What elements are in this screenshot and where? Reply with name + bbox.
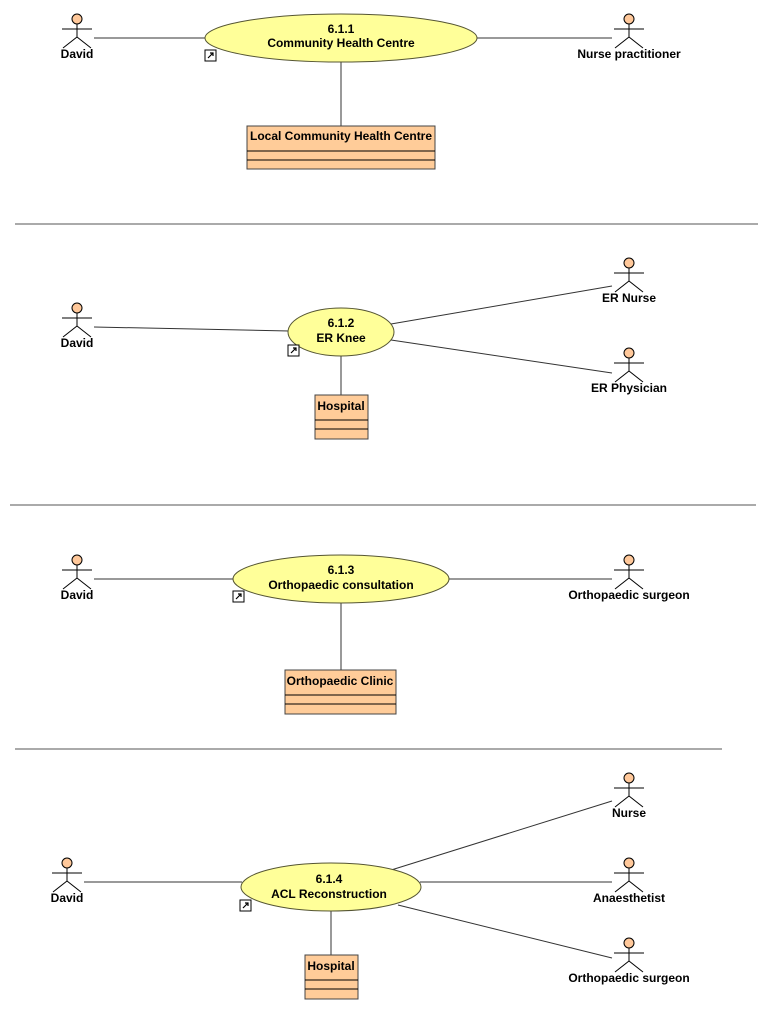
actor-head-icon [623,13,635,25]
use-case-er-knee[interactable]: 6.1.2 ER Knee [287,307,395,357]
class-name: Local Community Health Centre [250,129,432,143]
class-hospital[interactable]: Hospital [304,954,359,1000]
actor-label: David [61,47,94,61]
actor-david[interactable]: David [61,302,94,350]
class-name: Hospital [307,959,354,973]
association-line [390,285,613,325]
actor-orthopaedic-surgeon[interactable]: Orthopaedic surgeon [568,937,690,985]
actor-head-icon [623,937,635,949]
actor-label: Anaesthetist [593,891,665,905]
diagram-6-1-4: David 6.1.4 ACL Reconstruction Nurse Ana… [51,772,690,1000]
open-link-icon[interactable] [287,344,300,357]
class-local-community-health-centre[interactable]: Local Community Health Centre [246,125,436,170]
diagram-6-1-1: David 6.1.1 Community Health Centre Nurs… [61,13,681,170]
open-link-icon[interactable] [239,899,252,912]
actor-label: David [51,891,84,905]
actor-er-nurse[interactable]: ER Nurse [602,257,656,305]
actor-david[interactable]: David [61,13,94,61]
use-case-orthopaedic-consultation[interactable]: 6.1.3 Orthopaedic consultation [232,554,450,604]
association-line [397,904,613,959]
actor-anaesthetist[interactable]: Anaesthetist [593,857,665,905]
class-name: Hospital [317,399,364,413]
actor-head-icon [61,857,73,869]
actor-nurse-practitioner[interactable]: Nurse practitioner [577,13,681,61]
actor-label: David [61,336,94,350]
use-case-id: 6.1.2 [328,316,355,330]
class-name: Orthopaedic Clinic [287,674,394,688]
use-case-ellipse [240,862,422,912]
diagram-6-1-2: David 6.1.2 ER Knee ER Nurse ER Physicia… [61,257,667,440]
actor-head-icon [71,554,83,566]
use-case-id: 6.1.3 [328,563,355,577]
actor-label: ER Physician [591,381,667,395]
actor-head-icon [623,857,635,869]
actor-head-icon [71,13,83,25]
open-link-icon[interactable] [204,49,217,62]
actor-label: Nurse [612,806,646,820]
actor-label: Orthopaedic surgeon [568,971,689,985]
use-case-community-health-centre[interactable]: 6.1.1 Community Health Centre [204,13,478,63]
actor-er-physician[interactable]: ER Physician [591,347,667,395]
use-case-acl-reconstruction[interactable]: 6.1.4 ACL Reconstruction [240,862,422,912]
actor-label: ER Nurse [602,291,656,305]
actor-orthopaedic-surgeon[interactable]: Orthopaedic surgeon [568,554,690,602]
actor-label: David [61,588,94,602]
actor-nurse[interactable]: Nurse [612,772,646,820]
open-link-icon[interactable] [232,590,245,603]
actor-label: Orthopaedic surgeon [568,588,689,602]
class-hospital[interactable]: Hospital [314,394,369,440]
association-line [387,800,613,872]
use-case-name: ER Knee [316,331,366,345]
class-orthopaedic-clinic[interactable]: Orthopaedic Clinic [284,669,397,715]
actor-head-icon [623,347,635,359]
use-case-id: 6.1.1 [328,22,355,36]
use-case-name: ACL Reconstruction [271,887,387,901]
use-case-ellipse [287,307,395,357]
actor-head-icon [623,257,635,269]
diagram-6-1-3: David 6.1.3 Orthopaedic consultation Ort… [61,554,690,715]
use-case-name: Orthopaedic consultation [268,578,413,592]
use-case-ellipse [204,13,478,63]
association-line [93,326,290,332]
use-case-id: 6.1.4 [316,872,343,886]
actor-head-icon [71,302,83,314]
actor-david[interactable]: David [61,554,94,602]
actor-head-icon [623,772,635,784]
actor-david[interactable]: David [51,857,84,905]
actor-head-icon [623,554,635,566]
association-line [390,339,613,374]
actor-label: Nurse practitioner [577,47,681,61]
use-case-ellipse [232,554,450,604]
use-case-name: Community Health Centre [267,36,415,50]
